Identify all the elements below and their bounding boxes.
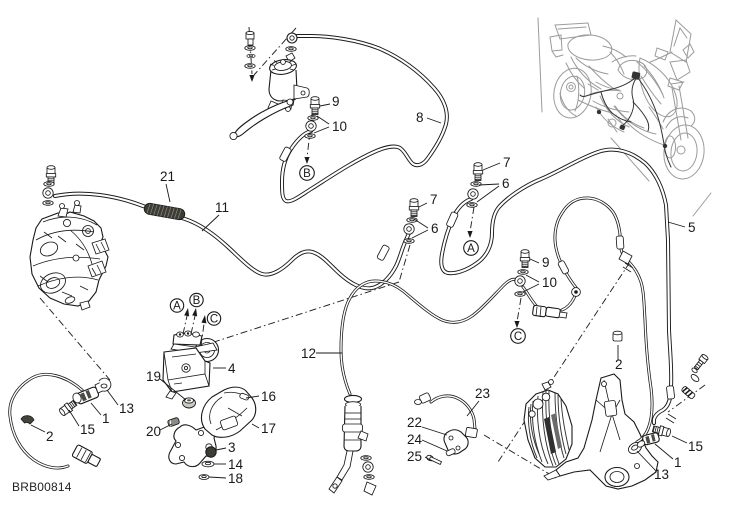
svg-text:15: 15 xyxy=(80,422,95,437)
svg-text:5: 5 xyxy=(688,220,696,235)
svg-text:A: A xyxy=(173,301,181,313)
svg-text:9: 9 xyxy=(332,94,340,109)
svg-text:1: 1 xyxy=(102,411,110,426)
svg-text:22: 22 xyxy=(407,415,422,430)
svg-text:13: 13 xyxy=(654,467,669,482)
svg-text:6: 6 xyxy=(502,176,510,191)
svg-text:6: 6 xyxy=(431,221,439,236)
svg-text:2: 2 xyxy=(46,429,54,444)
svg-text:11: 11 xyxy=(215,200,229,215)
svg-text:BRB00814: BRB00814 xyxy=(12,480,72,494)
svg-text:B: B xyxy=(193,295,201,307)
svg-text:C: C xyxy=(514,331,522,343)
svg-text:17: 17 xyxy=(261,421,276,436)
svg-text:23: 23 xyxy=(475,386,490,401)
svg-text:25: 25 xyxy=(407,449,422,464)
svg-text:2: 2 xyxy=(615,357,623,372)
svg-text:A: A xyxy=(467,243,475,255)
svg-text:24: 24 xyxy=(407,432,423,447)
svg-text:4: 4 xyxy=(228,361,236,376)
svg-text:12: 12 xyxy=(301,346,316,361)
svg-text:10: 10 xyxy=(332,119,347,134)
svg-text:16: 16 xyxy=(261,389,276,404)
svg-text:14: 14 xyxy=(228,457,244,472)
svg-text:15: 15 xyxy=(688,439,703,454)
svg-text:9: 9 xyxy=(542,255,550,270)
svg-text:20: 20 xyxy=(146,424,161,439)
svg-text:7: 7 xyxy=(503,155,511,170)
svg-text:1: 1 xyxy=(674,455,682,470)
svg-text:B: B xyxy=(303,168,311,180)
svg-text:C: C xyxy=(210,314,218,326)
svg-text:7: 7 xyxy=(430,192,438,207)
svg-text:18: 18 xyxy=(228,471,243,486)
svg-text:19: 19 xyxy=(146,369,161,384)
svg-text:10: 10 xyxy=(542,275,557,290)
svg-text:3: 3 xyxy=(228,440,236,455)
svg-text:21: 21 xyxy=(160,169,175,184)
svg-text:8: 8 xyxy=(416,110,424,125)
svg-text:13: 13 xyxy=(119,401,134,416)
